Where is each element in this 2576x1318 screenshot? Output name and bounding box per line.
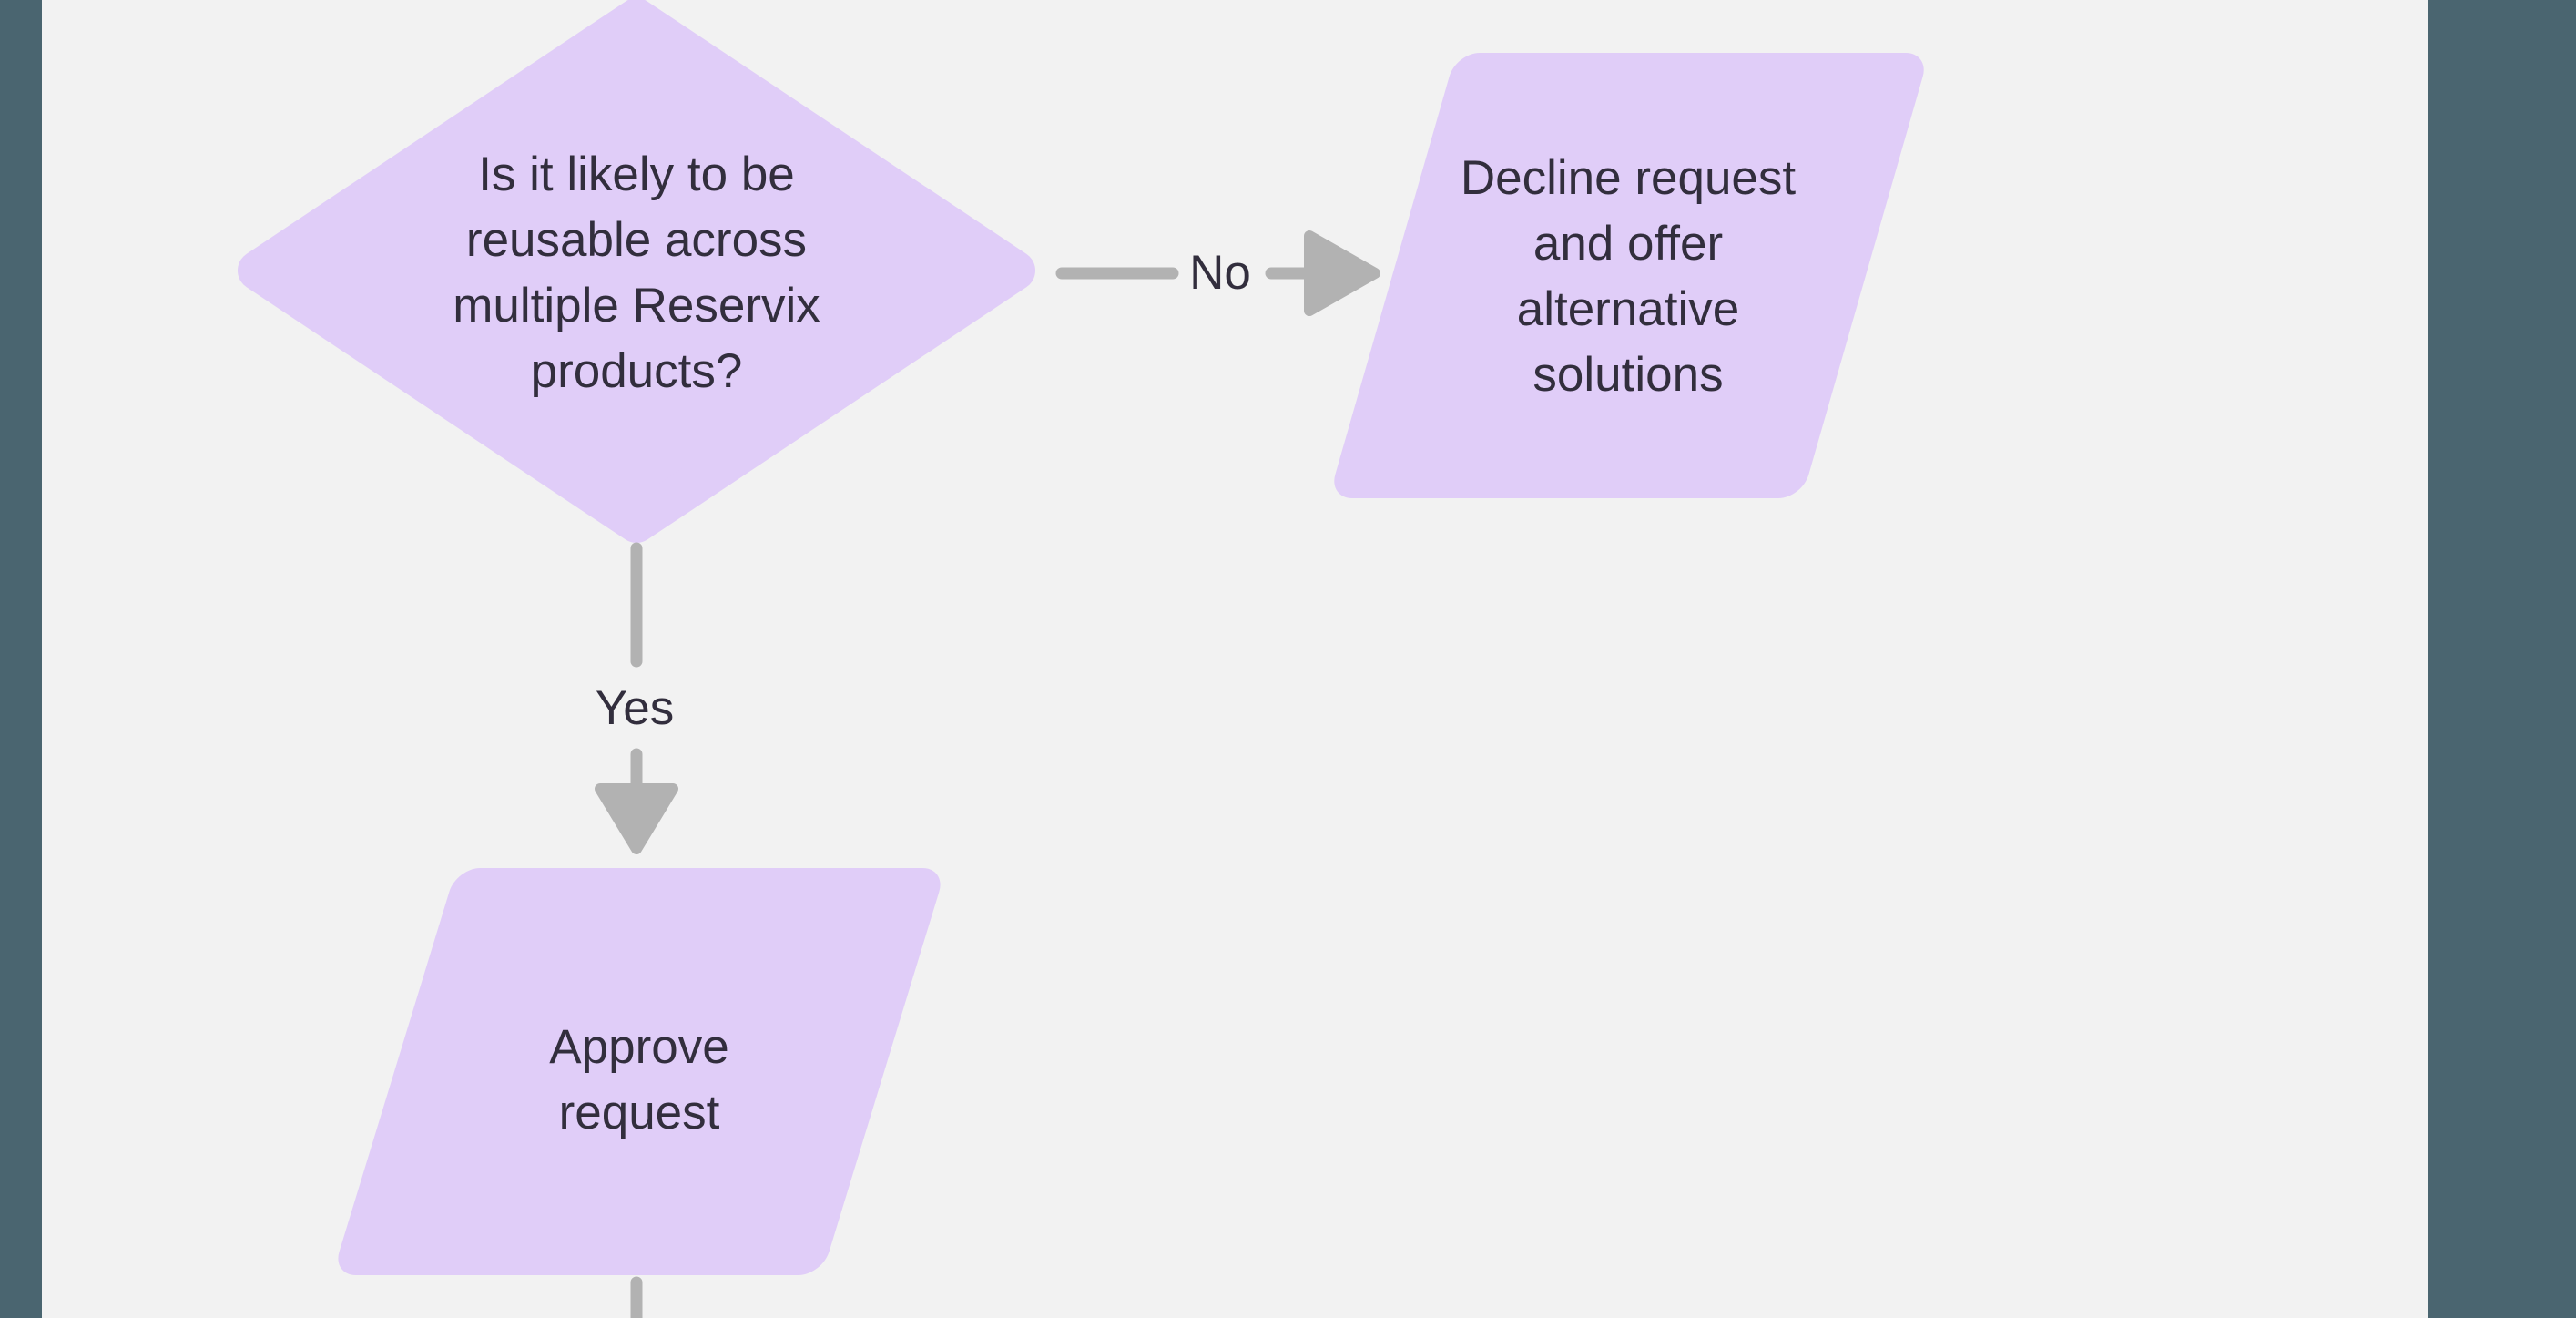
right-side-rail [2428, 0, 2576, 1318]
yes-connector[interactable] [595, 542, 678, 854]
left-side-rail [0, 0, 42, 1318]
yes-arrowhead-icon [595, 783, 678, 854]
decision-diamond-node[interactable] [238, 0, 1035, 543]
no-connector[interactable] [1055, 230, 1380, 316]
no-arrowhead-icon [1304, 230, 1380, 316]
